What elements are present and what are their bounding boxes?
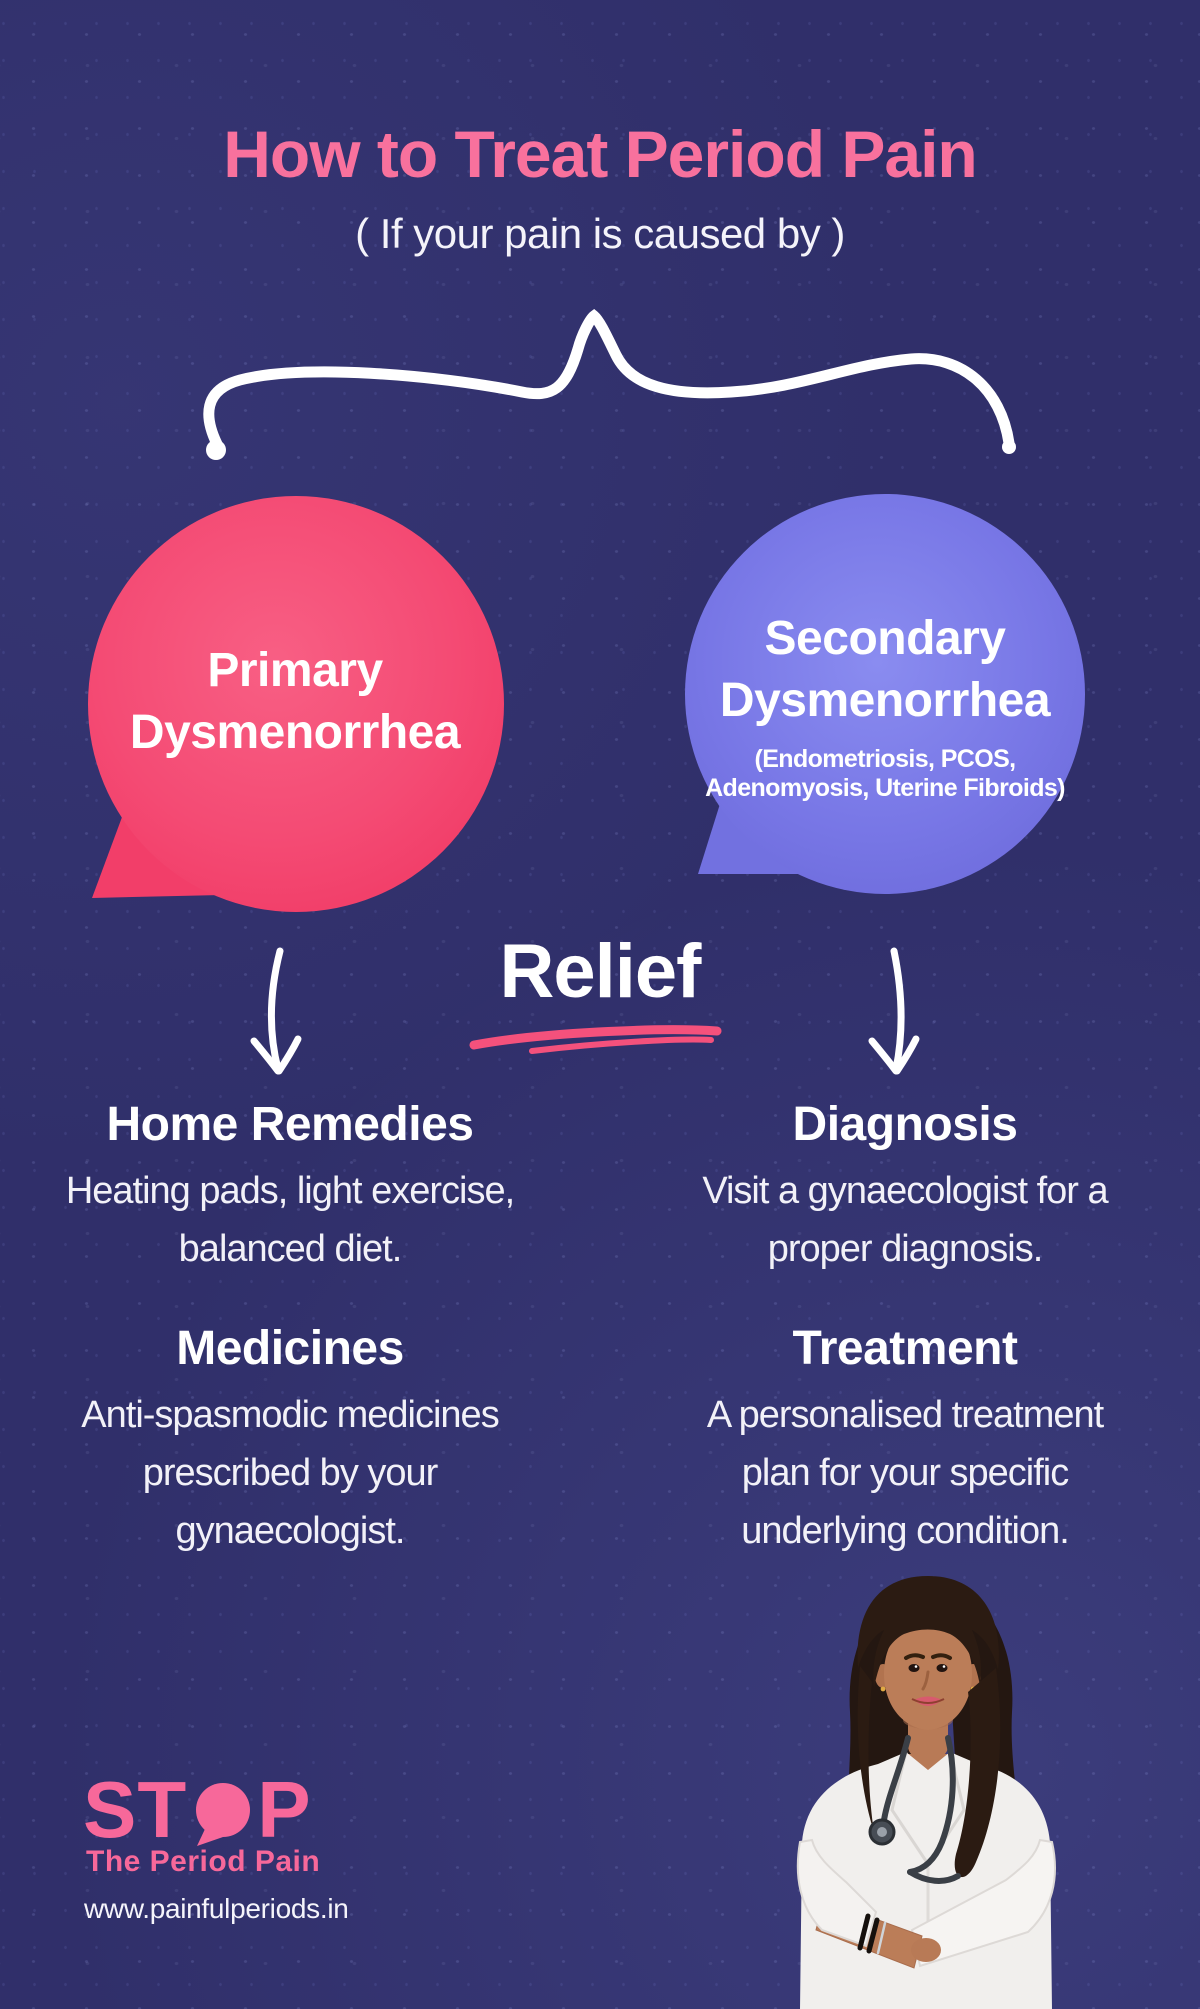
home-remedies-line1: Heating pads, light exercise, xyxy=(65,1170,515,1212)
secondary-speech-bubble-shape xyxy=(685,494,1085,894)
website-url: www.painfulperiods.in xyxy=(84,1893,349,1924)
down-arrow-left-icon xyxy=(250,947,302,1075)
stop-logo-p: P xyxy=(257,1765,312,1854)
medicines-heading: Medicines xyxy=(176,1322,404,1375)
section-diagnosis: Diagnosis Visit a gynaecologist for a pr… xyxy=(645,1100,1165,1278)
primary-bubble-line2: Dysmenorrhea xyxy=(129,706,461,759)
diagnosis-line1: Visit a gynaecologist for a xyxy=(702,1170,1108,1212)
diagnosis-heading: Diagnosis xyxy=(792,1098,1018,1151)
treatment-line2: plan for your specific xyxy=(741,1452,1070,1494)
curly-brace xyxy=(203,308,1016,460)
secondary-bubble-note: (Endometriosis, PCOS, Adenomyosis, Uteri… xyxy=(683,745,1087,803)
page-title: How to Treat Period Pain xyxy=(223,117,977,191)
stop-logo-st: ST xyxy=(83,1765,188,1854)
primary-bubble-label: Primary Dysmenorrhea xyxy=(75,640,515,764)
treatment-body: A personalised treatment plan for your s… xyxy=(645,1386,1165,1560)
logo-tagline: The Period Pain xyxy=(86,1845,321,1878)
primary-speech-bubble-shape xyxy=(88,496,504,912)
secondary-bubble-note-line1: (Endometriosis, PCOS, xyxy=(754,745,1016,773)
relief-heading: Relief xyxy=(499,929,702,1014)
treatment-line3: underlying condition. xyxy=(741,1510,1070,1552)
home-remedies-body: Heating pads, light exercise, balanced d… xyxy=(30,1162,550,1278)
secondary-bubble-note-line2: Adenomyosis, Uterine Fibroids) xyxy=(705,774,1065,802)
secondary-bubble-line1: Secondary xyxy=(764,612,1006,665)
medicines-line3: gynaecologist. xyxy=(175,1510,406,1552)
doctor-photo xyxy=(796,1576,1056,2009)
diagnosis-line2: proper diagnosis. xyxy=(767,1228,1044,1270)
primary-bubble-line1: Primary xyxy=(207,644,383,697)
treatment-line1: A personalised treatment xyxy=(706,1394,1104,1436)
medicines-line1: Anti-spasmodic medicines xyxy=(81,1394,499,1436)
treatment-heading: Treatment xyxy=(792,1322,1018,1375)
section-medicines: Medicines Anti-spasmodic medicines presc… xyxy=(30,1324,550,1560)
down-arrow-right-icon xyxy=(868,947,920,1075)
section-home-remedies: Home Remedies Heating pads, light exerci… xyxy=(30,1100,550,1278)
secondary-bubble-label: Secondary Dysmenorrhea (Endometriosis, P… xyxy=(683,608,1087,803)
secondary-bubble-line2: Dysmenorrhea xyxy=(719,674,1051,727)
page-subtitle: ( If your pain is caused by ) xyxy=(355,210,845,257)
section-treatment: Treatment A personalised treatment plan … xyxy=(645,1324,1165,1560)
home-remedies-line2: balanced diet. xyxy=(178,1228,403,1270)
medicines-line2: prescribed by your xyxy=(142,1452,439,1494)
home-remedies-heading: Home Remedies xyxy=(106,1098,474,1151)
speech-bubble-o-icon xyxy=(196,1783,251,1846)
medicines-body: Anti-spasmodic medicines prescribed by y… xyxy=(30,1386,550,1560)
diagnosis-body: Visit a gynaecologist for a proper diagn… xyxy=(645,1162,1165,1278)
relief-underline-stroke xyxy=(469,1025,722,1054)
stop-logo: ST P xyxy=(83,1764,312,1856)
